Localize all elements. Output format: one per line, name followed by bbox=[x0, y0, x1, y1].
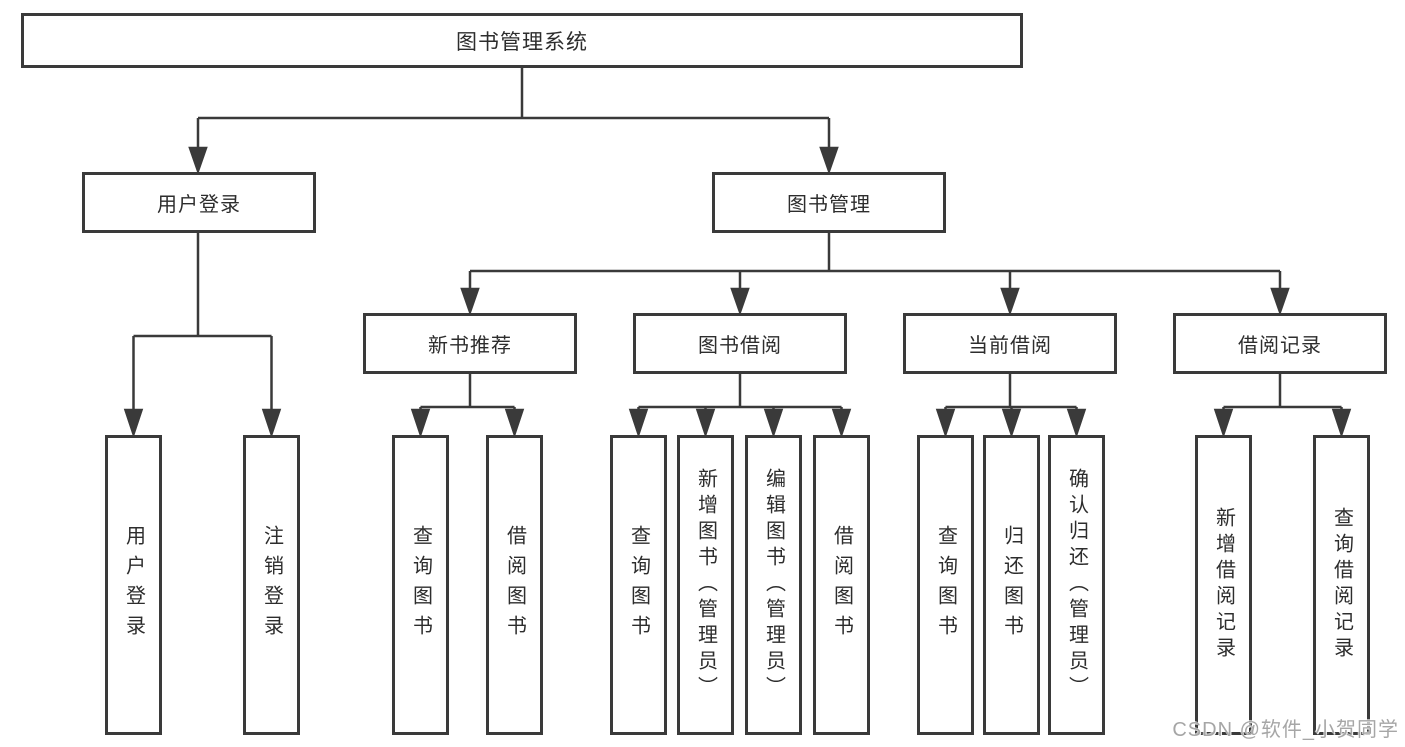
node-label: 新书推荐 bbox=[428, 335, 512, 357]
leaf-label: 用户登录 bbox=[122, 525, 145, 645]
node-book-borrowing: 图书借阅 bbox=[633, 313, 847, 374]
leaf-label: 借阅图书 bbox=[830, 525, 853, 645]
leaf-query-books-current: 查询图书 bbox=[917, 435, 974, 735]
leaf-label: 确认归还（管理员） bbox=[1065, 468, 1088, 702]
node-label: 图书管理系统 bbox=[456, 30, 588, 54]
leaf-label: 归还图书 bbox=[1000, 525, 1023, 645]
leaf-label: 查询借阅记录 bbox=[1330, 507, 1353, 663]
leaf-add-borrow-record: 新增借阅记录 bbox=[1195, 435, 1252, 735]
leaf-label: 编辑图书（管理员） bbox=[762, 468, 785, 702]
leaf-label: 借阅图书 bbox=[503, 525, 526, 645]
leaf-borrow-books-recommend: 借阅图书 bbox=[486, 435, 543, 735]
leaf-confirm-return-admin: 确认归还（管理员） bbox=[1048, 435, 1105, 735]
leaf-user-login: 用户登录 bbox=[105, 435, 162, 735]
leaf-label: 新增借阅记录 bbox=[1212, 507, 1235, 663]
node-library-management-system: 图书管理系统 bbox=[21, 13, 1023, 68]
node-new-book-recommendation: 新书推荐 bbox=[363, 313, 577, 374]
leaf-return-books: 归还图书 bbox=[983, 435, 1040, 735]
node-label: 图书管理 bbox=[787, 194, 871, 216]
leaf-label: 查询图书 bbox=[409, 525, 432, 645]
leaf-label: 注销登录 bbox=[260, 525, 283, 645]
leaf-logout: 注销登录 bbox=[243, 435, 300, 735]
leaf-query-borrow-record: 查询借阅记录 bbox=[1313, 435, 1370, 735]
leaf-query-books-recommend: 查询图书 bbox=[392, 435, 449, 735]
node-label: 借阅记录 bbox=[1238, 335, 1322, 357]
node-borrowing-records: 借阅记录 bbox=[1173, 313, 1387, 374]
leaf-add-books-admin: 新增图书（管理员） bbox=[677, 435, 734, 735]
csdn-watermark: CSDN @软件_小贺同学 bbox=[1172, 719, 1399, 741]
leaf-label: 新增图书（管理员） bbox=[694, 468, 717, 702]
leaf-borrow-books: 借阅图书 bbox=[813, 435, 870, 735]
node-label: 用户登录 bbox=[157, 194, 241, 216]
node-current-borrowing: 当前借阅 bbox=[903, 313, 1117, 374]
leaf-edit-books-admin: 编辑图书（管理员） bbox=[745, 435, 802, 735]
node-user-login: 用户登录 bbox=[82, 172, 316, 233]
leaf-label: 查询图书 bbox=[934, 525, 957, 645]
node-label: 图书借阅 bbox=[698, 335, 782, 357]
node-label: 当前借阅 bbox=[968, 335, 1052, 357]
leaf-query-books-borrow: 查询图书 bbox=[610, 435, 667, 735]
node-book-management: 图书管理 bbox=[712, 172, 946, 233]
leaf-label: 查询图书 bbox=[627, 525, 650, 645]
